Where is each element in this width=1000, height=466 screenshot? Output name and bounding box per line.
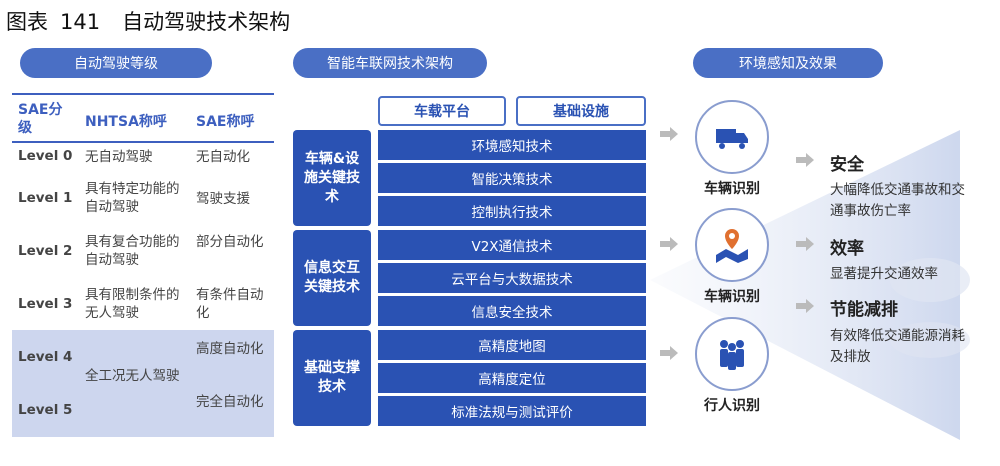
map-icon xyxy=(695,208,769,282)
level-cell: Level 2 xyxy=(18,243,72,259)
tech-item: 云平台与大数据技术 xyxy=(378,263,646,293)
platform-vehicle: 车载平台 xyxy=(378,96,506,126)
levels-table-header: SAE分级 NHTSA称呼 SAE称呼 xyxy=(12,93,274,143)
levels-table: SAE分级 NHTSA称呼 SAE称呼 xyxy=(12,93,274,143)
category-label: 车辆&设施关键技术 xyxy=(304,150,360,207)
nhtsa-cell: 具有复合功能的自动驾驶 xyxy=(85,233,185,269)
architecture-header: 智能车联网技术架构 xyxy=(293,48,487,78)
nhtsa-cell: 具有限制条件的无人驾驶 xyxy=(85,286,185,322)
figure-title: 图表 141 自动驾驶技术架构 xyxy=(6,6,290,36)
level-cell: Level 0 xyxy=(18,148,72,164)
category-label: 基础支撑技术 xyxy=(304,359,360,397)
tech-item: 控制执行技术 xyxy=(378,196,646,226)
effect-desc-efficiency: 显著提升交通效率 xyxy=(830,264,978,285)
sae-cell: 无自动化 xyxy=(196,148,266,166)
level-cell: Level 4 xyxy=(18,349,72,365)
nhtsa-cell: 无自动驾驶 xyxy=(85,148,185,166)
tech-item: 高精度定位 xyxy=(378,363,646,393)
figure-label: 图表 xyxy=(6,10,48,34)
figure-title-text: 自动驾驶技术架构 xyxy=(122,10,290,34)
effects-header: 环境感知及效果 xyxy=(693,48,883,78)
effect-desc-energy: 有效降低交通能源消耗及排放 xyxy=(830,326,978,368)
nhtsa-cell: 具有特定功能的自动驾驶 xyxy=(85,180,185,216)
figure-number: 141 xyxy=(60,10,100,34)
arrow-right-icon xyxy=(660,346,678,360)
arrow-right-icon xyxy=(796,153,814,167)
effect-title-efficiency: 效率 xyxy=(830,234,864,259)
sae-cell: 完全自动化 xyxy=(196,393,266,411)
arrow-right-icon xyxy=(796,299,814,313)
tech-item: 高精度地图 xyxy=(378,330,646,360)
category-label: 信息交互关键技术 xyxy=(304,259,360,297)
levels-header: 自动驾驶等级 xyxy=(20,48,212,78)
arrow-right-icon xyxy=(660,127,678,141)
recognition-label: 车辆识别 xyxy=(690,178,774,198)
level-cell: Level 3 xyxy=(18,296,72,312)
col-nhtsa: NHTSA称呼 xyxy=(85,111,167,131)
pedestrians-icon xyxy=(695,317,769,391)
arrow-right-icon xyxy=(660,237,678,251)
effect-title-energy: 节能减排 xyxy=(830,295,898,320)
recognition-label: 车辆识别 xyxy=(690,286,774,306)
platform-infrastructure: 基础设施 xyxy=(516,96,646,126)
effect-title-safety: 安全 xyxy=(830,150,864,175)
tech-item: 环境感知技术 xyxy=(378,130,646,160)
tech-item: V2X通信技术 xyxy=(378,230,646,260)
level-cell: Level 1 xyxy=(18,190,72,206)
col-sae-level: SAE分级 xyxy=(18,101,68,137)
sae-cell: 高度自动化 xyxy=(196,340,266,358)
recognition-label: 行人识别 xyxy=(690,395,774,415)
truck-icon xyxy=(695,100,769,174)
category-foundation: 基础支撑技术 xyxy=(293,330,371,426)
category-info-interaction: 信息交互关键技术 xyxy=(293,230,371,326)
effect-desc-safety: 大幅降低交通事故和交通事故伤亡率 xyxy=(830,180,978,222)
category-vehicle-infra: 车辆&设施关键技术 xyxy=(293,130,371,226)
col-sae-name: SAE称呼 xyxy=(196,111,254,131)
sae-cell: 部分自动化 xyxy=(196,233,266,251)
level-cell: Level 5 xyxy=(18,402,72,418)
sae-cell: 驾驶支援 xyxy=(196,190,266,208)
tech-item: 信息安全技术 xyxy=(378,296,646,326)
sae-cell: 有条件自动化 xyxy=(196,286,266,322)
tech-item: 智能决策技术 xyxy=(378,163,646,193)
tech-item: 标准法规与测试评价 xyxy=(378,396,646,426)
nhtsa-cell: 全工况无人驾驶 xyxy=(85,367,185,385)
arrow-right-icon xyxy=(796,237,814,251)
